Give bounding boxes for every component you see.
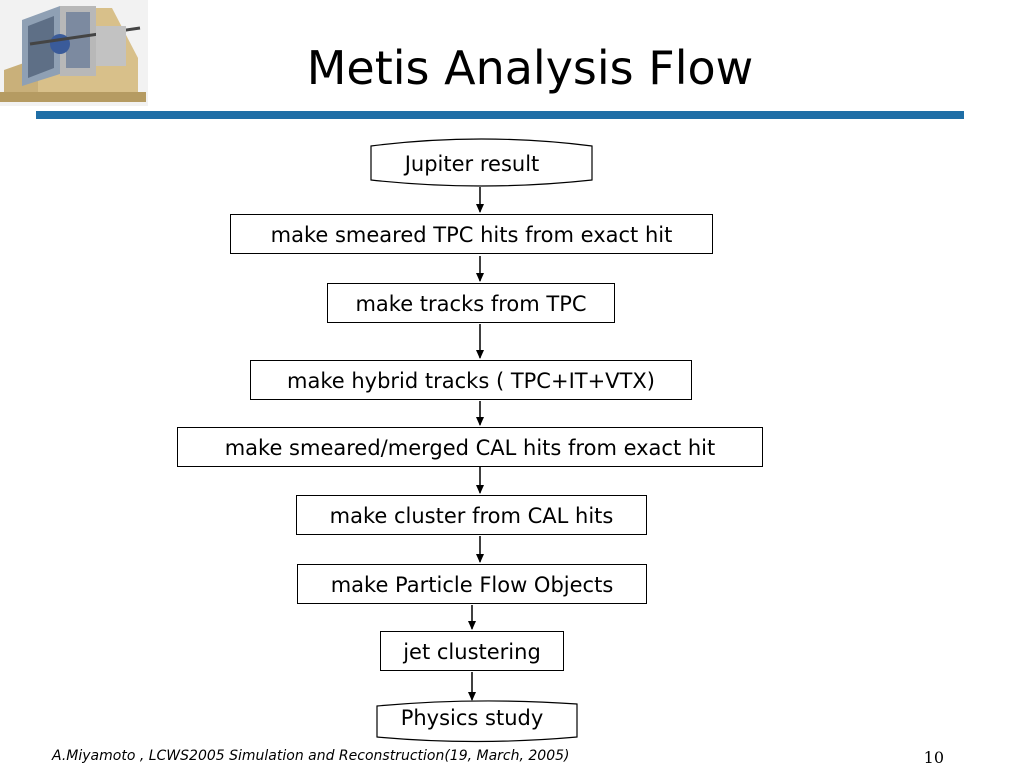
detector-logo xyxy=(0,0,148,106)
step-particle-flow: make Particle Flow Objects xyxy=(297,564,647,604)
detector-icon xyxy=(0,0,148,106)
step-hybrid-tracks: make hybrid tracks ( TPC+IT+VTX) xyxy=(250,360,692,400)
end-terminal-shape xyxy=(376,700,578,743)
step-cal-hits: make smeared/merged CAL hits from exact … xyxy=(177,427,763,467)
step-smeared-tpc-hits: make smeared TPC hits from exact hit xyxy=(230,214,713,254)
step-cluster: make cluster from CAL hits xyxy=(296,495,647,535)
start-terminal-shape xyxy=(370,138,593,187)
start-node-label: Jupiter result xyxy=(404,152,540,176)
step-jet-clustering: jet clustering xyxy=(380,631,564,671)
slide-title: Metis Analysis Flow xyxy=(306,41,754,95)
slide-footer: A.Miyamoto , LCWS2005 Simulation and Rec… xyxy=(52,748,570,764)
step-tracks-from-tpc: make tracks from TPC xyxy=(327,283,615,323)
page-number: 10 xyxy=(923,748,944,767)
title-divider xyxy=(36,111,964,119)
end-node-label: Physics study xyxy=(400,706,544,730)
